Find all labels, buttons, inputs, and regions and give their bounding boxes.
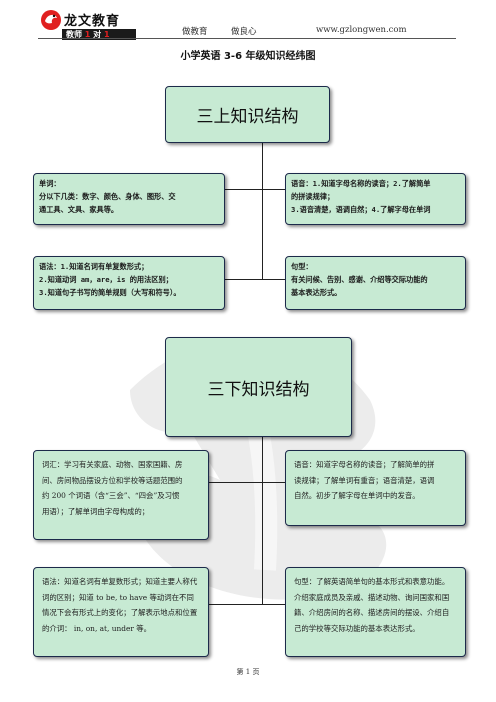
logo-title: 龙文教育 — [64, 14, 121, 29]
s2-grammar-box: 语法：知道名词有单复数形式；知道主要人称代 词的区别；知道 to be, to … — [33, 567, 209, 657]
s1-trunk-line — [262, 142, 263, 279]
page-number: 第 1 页 — [236, 668, 260, 676]
document-title: 小学英语 3-6 年级知识经纬图 — [180, 51, 316, 62]
s2-title-box: 三下知识结构 — [165, 337, 352, 437]
watermark-logo — [90, 270, 420, 610]
s1-grammar-line-3: 3.知道句子书写的简单规则（大写和符号）。 — [39, 288, 181, 297]
logo-sub-one-a: 1 — [84, 30, 91, 39]
s1-phonics-line-2: 的拼读规律； — [291, 192, 335, 201]
logo-sub-pair: 对 — [93, 30, 102, 39]
s1-sentence-line-2: 有关问候、告别、感谢、介绍等交际功能的 — [291, 275, 428, 284]
s2-grammar-line-3: 情况下会有形式上的变化；了解表示地点和位置 — [42, 608, 198, 617]
s1-sentence-line-1: 句型： — [291, 262, 313, 271]
s1-title-box: 三上知识结构 — [165, 86, 330, 143]
s2-phonics-box: 语音：知道字母名称的读音；了解简单的拼 读规律；了解单词有重音；语音清楚，语调 … — [285, 450, 466, 526]
s1-vocab-line-2: 分以下几类：数字、颜色、身体、图形、交 — [39, 192, 176, 201]
s2-branch-line-2 — [209, 604, 285, 605]
s1-sentence-box: 句型： 有关问候、告别、感谢、介绍等交际功能的 基本表达形式。 — [285, 256, 466, 310]
s2-vocab-line-2: 间、房间物品摆设方位和学校等话题范围的 — [42, 475, 183, 485]
website-link[interactable]: www.gzlongwen.com — [316, 25, 407, 35]
dragon-logo-icon — [41, 10, 61, 30]
s2-sentence-line-3: 籍、介绍房间的名称、描述房间的摆设、介绍自 — [294, 608, 450, 617]
s2-vocab-line-1: 词汇：学习有关家庭、动物、国家国籍、房 — [42, 460, 183, 469]
s1-grammar-box: 语法：1.知道名词有单复数形式； 2.知道动词 am，are，is 的用法区别；… — [33, 256, 225, 310]
s2-sentence-box: 句型：了解英语简单句的基本形式和表意功能。 介绍家庭成员及亲戚、描述动物、询问国… — [285, 567, 466, 657]
s1-grammar-line-2: 2.知道动词 am，are，is 的用法区别； — [39, 275, 173, 284]
s2-grammar-line-4: 的介词： in, on, at, under 等。 — [42, 623, 152, 633]
s1-vocab-line-1: 单词： — [39, 179, 61, 188]
s2-phonics-line-2: 读规律；了解单词有重音；语音清楚，语调 — [294, 475, 435, 485]
s2-sentence-line-4: 己的学校等交际功能的基本表达形式。 — [294, 623, 420, 633]
slogan-conscience: 做良心 — [231, 27, 257, 37]
s2-vocab-line-4: 用语）；了解单词由字母构成的； — [42, 506, 150, 516]
s1-vocab-box: 单词： 分以下几类：数字、颜色、身体、图形、交 通工具、文具、家具等。 — [33, 173, 225, 225]
s2-phonics-line-3: 自然。初步了解字母在单词中的发音。 — [294, 491, 420, 500]
s1-phonics-line-3: 3.语音清楚，语调自然；4.了解字母在单词 — [291, 205, 431, 214]
s2-branch-line-1 — [209, 482, 285, 483]
s1-branch-line-2 — [225, 279, 285, 280]
s1-grammar-line-1: 语法：1.知道名词有单复数形式； — [39, 262, 149, 271]
slogan-education: 做教育 — [182, 27, 208, 37]
s1-branch-line-1 — [225, 189, 285, 190]
logo-sub-teacher: 教师 — [66, 30, 82, 39]
s2-sentence-line-1: 句型：了解英语简单句的基本形式和表意功能。 — [294, 577, 450, 586]
s1-sentence-line-3: 基本表达形式。 — [291, 288, 342, 297]
s2-phonics-line-1: 语音：知道字母名称的读音；了解简单的拼 — [294, 460, 435, 469]
s1-phonics-line-1: 语音：1.知道字母名称的读音；2.了解简单 — [291, 179, 431, 188]
s1-phonics-box: 语音：1.知道字母名称的读音；2.了解简单 的拼读规律； 3.语音清楚，语调自然… — [285, 173, 466, 225]
company-logo: 龙文教育 教师 1 对 1 — [40, 9, 140, 41]
s2-vocab-box: 词汇：学习有关家庭、动物、国家国籍、房 间、房间物品摆设方位和学校等话题范围的 … — [33, 450, 209, 540]
s2-sentence-line-2: 介绍家庭成员及亲戚、描述动物、询问国家和国 — [294, 592, 450, 602]
s2-trunk-line — [262, 437, 263, 604]
page-header: 龙文教育 教师 1 对 1 做教育 做良心 www.gzlongwen.com — [0, 0, 496, 45]
s2-grammar-line-1: 语法：知道名词有单复数形式；知道主要人称代 — [42, 577, 198, 586]
logo-sub-one-b: 1 — [103, 30, 110, 39]
header-divider — [38, 38, 456, 39]
s2-vocab-line-3: 约 200 个词语（含“三会”、“四会”及习惯 — [42, 491, 180, 500]
logo-subtitle: 教师 1 对 1 — [62, 29, 136, 40]
s1-vocab-line-3: 通工具、文具、家具等。 — [39, 205, 119, 214]
s2-grammar-line-2: 词的区别；知道 to be, to have 等动词在不同 — [42, 592, 194, 602]
